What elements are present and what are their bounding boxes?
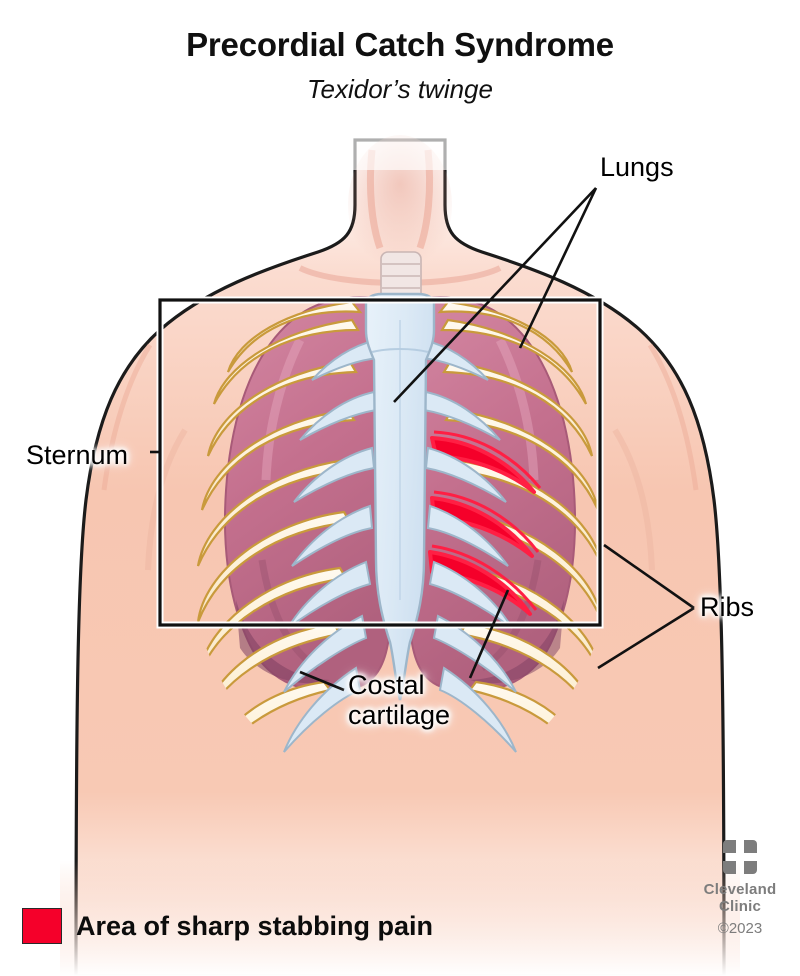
- leader-lungs-a: [518, 187, 598, 349]
- legend-swatch-pain: [22, 908, 62, 944]
- pain-area-highlight: [428, 430, 542, 616]
- label-ribs: Ribs: [700, 592, 755, 622]
- leader-costal-right: [468, 589, 510, 679]
- credit-name-line1: Cleveland: [703, 881, 777, 898]
- costal-cartilage: [283, 338, 517, 753]
- legend: Area of sharp stabbing pain: [22, 908, 433, 944]
- label-lungs: Lungs: [600, 152, 674, 182]
- label-costal-line1: Costal: [348, 670, 425, 700]
- credit-block: Cleveland Clinic ©2023: [690, 840, 790, 937]
- leader-ribs-a: [603, 543, 695, 610]
- label-costal-line2: cartilage: [348, 700, 451, 731]
- leader-lungs-b: [393, 187, 597, 403]
- page-subtitle: Texidor’s twinge: [307, 74, 493, 104]
- leader-costal-left: [299, 670, 345, 692]
- legend-label: Area of sharp stabbing pain: [76, 910, 434, 941]
- sternum-and-cartilage: [283, 292, 517, 753]
- cleveland-clinic-logo-icon: [723, 840, 757, 874]
- credit-name-line2: Clinic: [718, 898, 762, 916]
- leader-ribs-b: [597, 606, 695, 670]
- page-title: Precordial Catch Syndrome: [186, 26, 614, 63]
- label-costal-cartilage: Costal cartilage: [348, 670, 450, 730]
- credit-copyright: ©2023: [717, 919, 763, 937]
- label-sternum: Sternum: [26, 440, 129, 470]
- sternum-highlight-box: [156, 296, 604, 629]
- leader-lines: [150, 187, 695, 692]
